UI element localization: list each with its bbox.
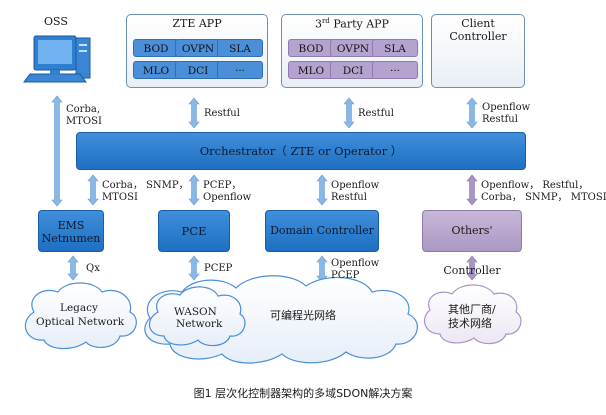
arrow-orch-ems (87, 174, 99, 206)
zte-app-bod: BOD (133, 39, 179, 57)
third-app-mlo: MLO (288, 61, 334, 79)
third-app-more: ··· (372, 61, 418, 79)
pce-mid-label-1: PCEP， (203, 180, 242, 191)
zte-link-label: Restful (204, 108, 240, 119)
client-controller-title: Client Controller (449, 17, 507, 43)
third-link-label: Restful (358, 108, 394, 119)
cloud-legacy (24, 282, 137, 350)
domain-controller-box: Domain Controller (265, 210, 379, 252)
oss-title: OSS (44, 15, 68, 28)
others-controller-label: Others' Controller (443, 224, 501, 277)
zte-app-title: ZTE APP (172, 17, 222, 30)
zte-app-mlo: MLO (133, 61, 179, 79)
client-link-label-2: Restful (482, 114, 518, 125)
third-app-dci: DCI (330, 61, 376, 79)
arrow-pce-wason (188, 255, 200, 281)
ems-mid-label-2: MTOSI (102, 192, 138, 203)
arrow-3rd-orchestrator (343, 97, 355, 129)
arrow-zte-orchestrator (188, 97, 200, 129)
domain-low-label-2: PCEP (331, 270, 360, 281)
vendors-label-1: 其他厂商/ (448, 303, 496, 316)
third-app-ovpn: OVPN (330, 39, 376, 57)
arrow-orch-pce (188, 174, 200, 206)
others-mid-label-1: Openflow， Restful， (481, 180, 589, 191)
oss-link-label-1: Corba, (66, 104, 100, 115)
third-party-app-title: 3rd Party APP (315, 17, 389, 31)
domain-mid-label-1: Openflow (331, 180, 380, 191)
netnumen-label: Netnumen (41, 232, 101, 245)
cloud-vendors (423, 284, 522, 345)
oss-link-label-2: MTOSI (66, 116, 102, 127)
others-mid-label-2: Corba， SNMP， MTOSI (481, 192, 606, 203)
client-controller-box: Client Controller (431, 14, 525, 88)
zte-app-more: ··· (217, 61, 263, 79)
arrow-oss-ems (51, 95, 63, 207)
pce-box: PCE (158, 210, 230, 252)
third-app-bod: BOD (288, 39, 334, 57)
client-link-label-1: Openflow (482, 102, 531, 113)
third-app-sla: SLA (372, 39, 418, 57)
ems-mid-label-1: Corba， SNMP， (102, 180, 189, 191)
vendors-label-2: 技术网络 (448, 317, 492, 330)
programmable-network-label: 可编程光网络 (270, 309, 336, 322)
pce-mid-label-2: Openflow (203, 192, 252, 203)
cloud-wason (148, 286, 246, 347)
zte-app-dci: DCI (175, 61, 221, 79)
ems-label: EMS (57, 219, 85, 232)
ems-netnumen-box: EMS Netnumen (38, 210, 104, 252)
orchestrator-bar: Orchestrator（ ZTE or Operator ） (76, 132, 526, 170)
domain-controller-label: Domain Controller (270, 224, 374, 237)
others-controller-box: Others' Controller (422, 210, 522, 277)
zte-app-box: ZTE APP BOD OVPN SLA MLO DCI ··· (126, 14, 268, 88)
computer-icon (23, 35, 91, 83)
wason-label-2: Network (176, 318, 223, 330)
ems-low-label: Qx (86, 263, 100, 274)
wason-label-1: WASON (174, 306, 217, 318)
arrow-client-orchestrator (466, 97, 478, 129)
orchestrator-label: Orchestrator（ ZTE or Operator ） (199, 144, 403, 158)
pce-low-label: PCEP (204, 263, 233, 274)
zte-app-sla: SLA (217, 39, 263, 57)
arrow-ems-legacy (67, 255, 79, 281)
legacy-label-2: Optical Network (36, 316, 125, 328)
figure-caption: 图1 层次化控制器架构的多域SDON解决方案 (193, 387, 413, 400)
third-party-app-box: 3rd Party APP BOD OVPN SLA MLO DCI ··· (281, 14, 423, 88)
zte-app-ovpn: OVPN (175, 39, 221, 57)
arrow-orch-domain (316, 174, 328, 206)
domain-mid-label-2: Restful (331, 192, 367, 203)
pce-label: PCE (181, 224, 207, 238)
domain-low-label-1: Openflow (331, 258, 380, 269)
arrow-orch-others (466, 174, 478, 206)
arrow-others-vendors (466, 255, 478, 281)
legacy-label-1: Legacy (60, 302, 98, 314)
